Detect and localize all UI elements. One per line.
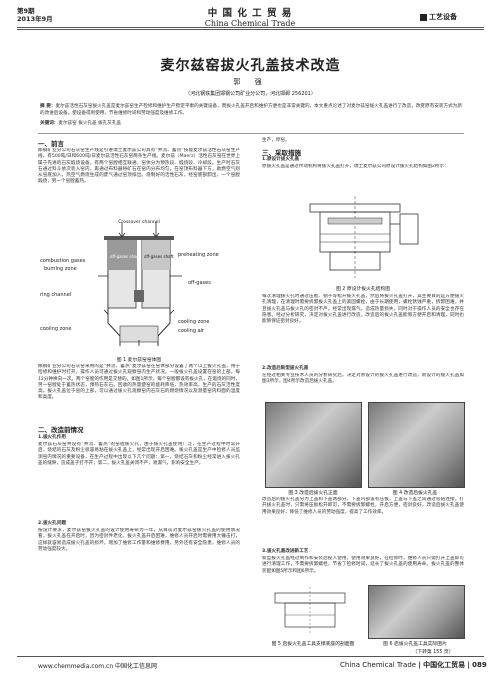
page-number: 089 [472, 661, 487, 669]
keywords-text: 麦尔兹窑 拔火孔盖 拔孔灰孔盖 [58, 121, 122, 126]
figure-6-photo [368, 585, 465, 639]
section-1-heading: 一、前言 [38, 140, 64, 148]
fig1-label-crossover: Crossover channel [118, 219, 160, 225]
figure-2-cover-structure [290, 194, 430, 282]
abstract-label: 摘 要： [40, 104, 56, 109]
fig1-label-preheating: preheating zone [178, 252, 219, 258]
figure-5-caption: 图 5 启拔火孔盖工具支撑底座的剖面图 [271, 642, 355, 647]
footer-website: www.chemmedia.com.cn 中国化工信息网 [38, 663, 158, 670]
journal-header: 中 国 化 工 贸 易 China Chemical Trade [150, 5, 350, 28]
abstract-rule [38, 133, 464, 134]
section-3-sub3: 3.拔火孔盖改进新工艺 [262, 549, 309, 554]
section-2-text1: 麦尔兹石灰窑共设有“并流、蓄热”的窑膛拔火孔，由于拔火孔盖使用广泛，在生产过程中… [38, 442, 240, 466]
section-3-heading: 三、采取措施 [262, 149, 301, 157]
section-2-heading: 二、改造前情况 [38, 426, 84, 434]
continued-note: （下转第 155 页） [412, 650, 454, 655]
fig1-label-burning: burning zone [44, 266, 77, 272]
section-3-text2: 每次清理拔火孔时通过压板、销子等松开拔火孔盖，然后将拔火孔盖打开，其主要目的是方… [262, 294, 464, 325]
footer-rule [17, 656, 484, 657]
abstract: 摘 要：麦尔兹活性石灰窑拔火孔盖是麦尔兹窑生产检修和维护生产稳定平衡的关键设备，… [40, 103, 462, 117]
fig1-label-ring: ring channel [40, 292, 71, 298]
footer-journal: China Chemical Trade | 中国化工贸易 | 089 [340, 661, 487, 669]
keywords: 关键词：麦尔兹窑 拔火孔盖 拔孔灰孔盖 [40, 121, 462, 127]
figure-4-caption: 图 4 改造后拔火孔盖 [392, 491, 438, 496]
fig1-label-offgases: off-gases [188, 280, 211, 286]
section-2-sub2: 2.拔火孔问题 [38, 521, 66, 526]
fig1-label-combustion: combustion gases [40, 258, 86, 264]
header-rule [17, 27, 484, 28]
header-rule-2 [17, 29, 484, 30]
section-3-text3: 在经过相关专业技术人员的分析研究后，决定对原设计的拔火孔盖进行改造，新设计的拔火… [262, 373, 464, 385]
figure-3-caption: 图 3 改造后拔火孔正面 [288, 491, 338, 496]
section-label: 工艺设备 [420, 12, 457, 22]
section-3-sub1: 1.原设计拔火孔盖 [262, 157, 300, 162]
journal-name-en: China Chemical Trade [204, 19, 296, 28]
fig1-label-cooling-air: cooling air [178, 328, 205, 334]
figure-1-caption: 图 1 麦尔兹窑窑体图 [116, 358, 162, 363]
figure-5-drawing [265, 585, 360, 637]
figure-6-caption: 图 6 启拔火孔盖工具实际图片 [383, 642, 447, 647]
section-name: 工艺设备 [429, 13, 457, 21]
abstract-text: 麦尔兹活性石灰窑拔火孔盖是麦尔兹窑生产检修和维护生产稳定平衡的关键设备，而拔火孔… [40, 104, 462, 116]
figure-1-kiln-diagram: Crossover channel combustion gases burni… [38, 218, 240, 353]
figure-3-photo [265, 402, 362, 488]
fig1-label-cooling-zone: cooling zone [40, 326, 72, 332]
footer-journal-cn: 中国化工贸易 [423, 661, 466, 669]
article-author: 郭 强 [233, 78, 268, 86]
section-3-sub2: 2.改造后新型拔火孔盖 [262, 366, 309, 371]
section-1-text: 邯钢矿业分公司石灰窑生产线是引进瑞士麦尔兹公司具有“并流、蓄热”技能麦尔兹活性石… [38, 148, 240, 185]
section-3-text4: 改造后的拔火孔盖分为上盖和下盖两部分，下盖内部设有压板，上盖与下盖之间通过铰链连… [262, 497, 464, 515]
right-cont-text: 生产，停窑。 [262, 138, 290, 143]
section-3-text5: 新型拔火孔盖经过制作和安装后投入使用，使用效果良好，在检修时，维修人员只需打开上… [262, 556, 464, 574]
section-2-sub1: 1.拔火孔作用 [38, 435, 66, 440]
footer-journal-en: China Chemical Trade [340, 661, 417, 669]
keywords-label: 关键词： [40, 121, 59, 126]
issue-date: 2013年9月 [17, 15, 53, 23]
fig1-label-shaft2: off-gases shaft [144, 254, 174, 259]
journal-name-cn: 中 国 化 工 贸 易 [207, 8, 293, 19]
section-3-text1: 原拔火孔盖是通过传动机构将拔火孔盖打开，瑞士麦尔兹公司原设计拔火孔结构如图2所示… [262, 164, 449, 169]
section-square-icon [420, 13, 427, 21]
figure-2-caption: 图 2 原设计拔火孔结构图 [335, 287, 391, 292]
fig1-label-shaft1: off-gases shaft [110, 254, 140, 259]
issue-number: 第9期 [17, 7, 35, 15]
issue-info: 第9期 2013年9月 [17, 7, 53, 23]
section-2-text2: 按设计要求，麦尔兹窑拔火孔盖的设计使用寿命为一年，从目前对麦尔兹窑拔火孔盖的使用… [38, 528, 240, 552]
figure-4-photo [368, 402, 465, 488]
article-title: 麦尔兹窑拔火孔盖技术改造 [160, 58, 341, 74]
fig1-label-cooling-zone-right: cooling zone [178, 319, 210, 325]
left-body-text: 邯钢矿业分公司石灰窑采用的是“并流、蓄热”麦尔兹窑在窑体部分设置了两个以上拔火孔… [38, 364, 240, 401]
article-affiliation: （河北钢铁集团邯钢公司矿业分公司，河北邯郸 256201） [185, 91, 316, 97]
